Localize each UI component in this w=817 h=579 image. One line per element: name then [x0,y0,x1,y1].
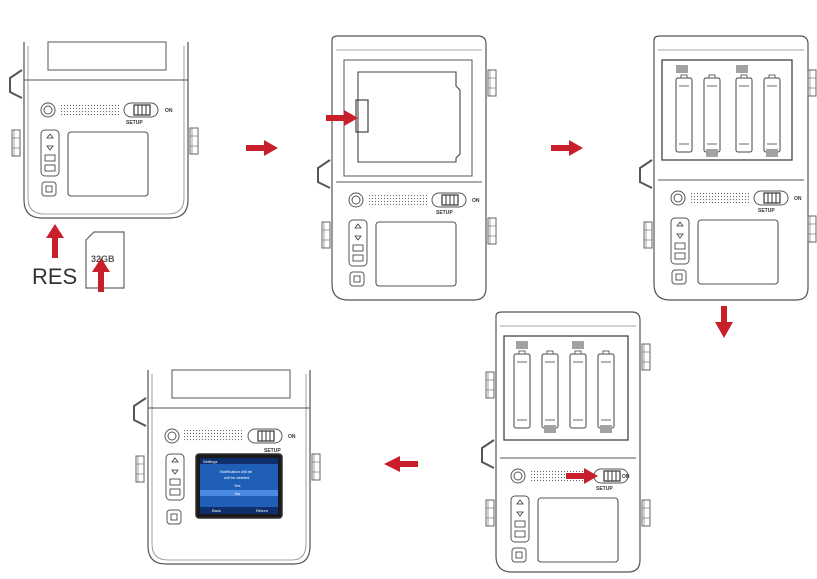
menu-footer-back[interactable]: Back [212,508,221,513]
sd-card-arrow [92,258,110,292]
open-cover-arrow [326,110,358,126]
step4-batteries [513,341,615,433]
step4-switch-on-label: ON [622,474,630,480]
reset-arrow [46,224,64,258]
menu-title: Settings [203,459,217,464]
step5-camera-menu-screen: ON SETUP Settings Notification will be w… [133,369,321,565]
step-arrow-3 [715,306,733,338]
step-arrow-2 [551,140,583,156]
menu-option-highlight [200,490,278,496]
reset-label: RES [32,264,77,289]
step5-switch-setup-label: SETUP [264,448,281,454]
step-arrow-4 [384,456,418,472]
step1-switch-setup-label: SETUP [126,120,143,126]
menu-option-yes[interactable]: Yes [234,483,241,488]
step2-switch-on-label: ON [472,198,480,204]
step3-camera-battery-compartment: ON SETUP [639,35,817,301]
step1-switch-on-label: ON [165,108,173,114]
step2-switch-setup-label: SETUP [436,210,453,216]
menu-message-line2: will be deleted [224,475,249,480]
step3-switch-on-label: ON [794,196,802,202]
step5-switch-on-label: ON [288,434,296,440]
sd-card-label: 32GB [91,254,115,264]
step-arrow-1 [246,140,278,156]
step1-camera-panel: ON SETUP [9,41,199,219]
step4-switch-setup-label: SETUP [596,486,613,492]
step2-camera-open-cover: ON SETUP [317,35,497,301]
menu-screen: Settings Notification will be will be de… [195,453,283,519]
menu-option-no[interactable]: No [235,491,241,496]
step3-batteries [675,65,781,157]
step3-switch-setup-label: SETUP [758,208,775,214]
menu-message-line1: Notification will be [220,469,253,474]
step4-camera-power-on: ON SETUP [481,311,651,573]
menu-footer-return[interactable]: Return [256,508,268,513]
sd-card-icon: 32GB [85,231,125,289]
